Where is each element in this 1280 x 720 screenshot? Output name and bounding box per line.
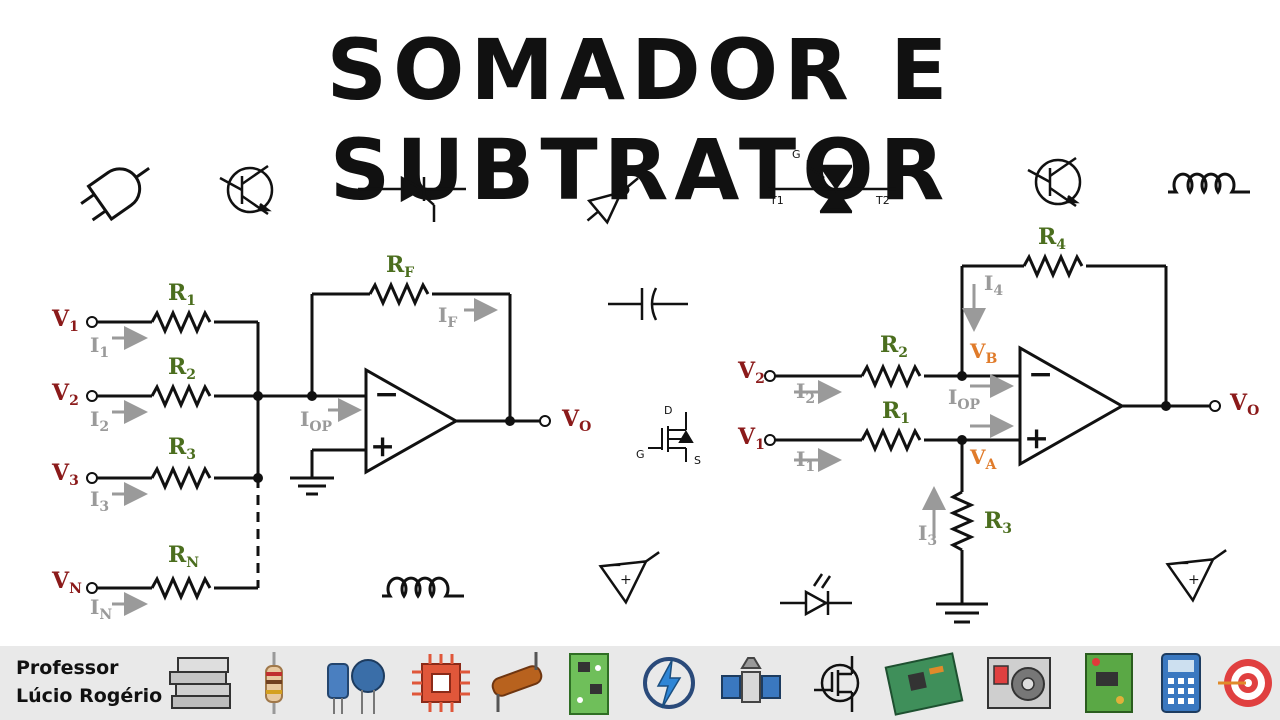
subtractor-terminals [764, 370, 1221, 446]
adder-r1-label: R1 [168, 280, 196, 309]
adder-v1-label: V1 [51, 306, 79, 335]
circuit-diagrams: G T1 T2 D G S − + [51, 148, 1259, 624]
adder-terminals [86, 316, 551, 594]
adder-v2-label: V2 [51, 380, 79, 409]
sub-vb-label: VB [969, 339, 998, 367]
mosfet-d-label: D [664, 404, 672, 417]
adder-iop-label: IOP [300, 407, 333, 435]
adder-opamp-minus: − [374, 377, 399, 412]
adder-rf-label: RF [386, 252, 414, 281]
sub-i1-label: I1 [796, 447, 815, 475]
sub-opamp-minus: − [1028, 357, 1053, 392]
pcb-board-icon [569, 653, 609, 715]
sub-r1-label: R1 [882, 398, 910, 427]
adder-rn-label: RN [168, 542, 199, 571]
adder-if-label: IF [438, 303, 457, 331]
opamp-small-right-plus: + [1188, 572, 1200, 588]
mosfet-icon [648, 412, 694, 462]
adder-i3-label: I3 [90, 487, 109, 515]
triac-g-label: G [792, 148, 801, 161]
chip-icon [412, 654, 470, 712]
power-supply-icon [987, 657, 1051, 709]
sub-i3-label: I3 [918, 521, 937, 549]
motherboard-icon [884, 652, 964, 716]
subtractor-nodes [957, 371, 1171, 445]
author-line-1: Professor [16, 657, 119, 679]
sub-iop-label: IOP [948, 385, 981, 413]
triac-t2-label: T2 [875, 194, 890, 207]
inductor-bottom-icon [382, 576, 464, 599]
author-line-2: Lúcio Rogério [16, 685, 163, 707]
adder-opamp-plus: + [370, 429, 395, 464]
led-icon [780, 573, 852, 617]
mosfet-footer-icon [814, 656, 860, 712]
inductor-coil-icon [491, 652, 543, 712]
sub-i2-label: I2 [796, 379, 815, 407]
satellite-icon [721, 657, 781, 703]
mosfet-g-label: G [636, 448, 645, 461]
adder-in-label: IN [90, 595, 112, 623]
capacitors-icon [327, 659, 385, 714]
sub-vo-label: VO [1229, 390, 1259, 419]
adder-vn-label: VN [51, 568, 82, 597]
sub-r4-label: R4 [1038, 224, 1066, 253]
thyristor-icon [358, 175, 466, 222]
sub-r3-label: R3 [984, 508, 1012, 537]
adder-r2-label: R2 [168, 354, 196, 383]
triac-t1-label: T1 [769, 194, 784, 207]
adder-r3-label: R3 [168, 434, 196, 463]
sub-r2-label: R2 [880, 332, 908, 361]
opamp-small-minus: − [610, 558, 622, 574]
sub-i4-label: I4 [984, 271, 1003, 299]
subtractor-circuit [774, 253, 1210, 624]
adder-v3-label: V3 [51, 460, 79, 489]
opamp-small-right-minus: − [1178, 556, 1190, 572]
opamp-small-right-icon [1165, 549, 1227, 603]
circuit-board-green-icon [1085, 653, 1133, 713]
mosfet-s-label: S [694, 454, 701, 467]
subtractor-current-arrows [794, 284, 1014, 538]
triac-icon [768, 160, 896, 214]
capacitor-icon [608, 287, 688, 321]
adder-current-arrows [112, 298, 498, 616]
bjt-transistor-icon [219, 164, 274, 216]
adder-vo-label: VO [561, 406, 591, 435]
adder-i1-label: I1 [90, 333, 109, 361]
bjt-transistor-right-icon [1027, 156, 1082, 208]
sub-v1-label: V1 [737, 424, 765, 453]
adder-circuit [96, 281, 540, 601]
adder-i2-label: I2 [90, 407, 109, 435]
author-name: Professor Lúcio Rogério [16, 654, 162, 710]
calculator-icon [1161, 653, 1201, 713]
sub-opamp-plus: + [1024, 421, 1049, 456]
books-icon [169, 657, 231, 709]
sub-v2-label: V2 [737, 358, 765, 387]
resistor-icon [265, 652, 283, 714]
not-gate-icon [586, 177, 639, 225]
opamp-small-icon [598, 551, 660, 605]
target-icon [1218, 659, 1272, 707]
inductor-icon [1168, 172, 1250, 195]
and-gate-icon [80, 166, 150, 222]
adder-nodes [253, 391, 515, 483]
sub-va-label: VA [969, 445, 998, 473]
opamp-small-plus: + [620, 572, 632, 588]
energy-bolt-icon [643, 657, 695, 709]
